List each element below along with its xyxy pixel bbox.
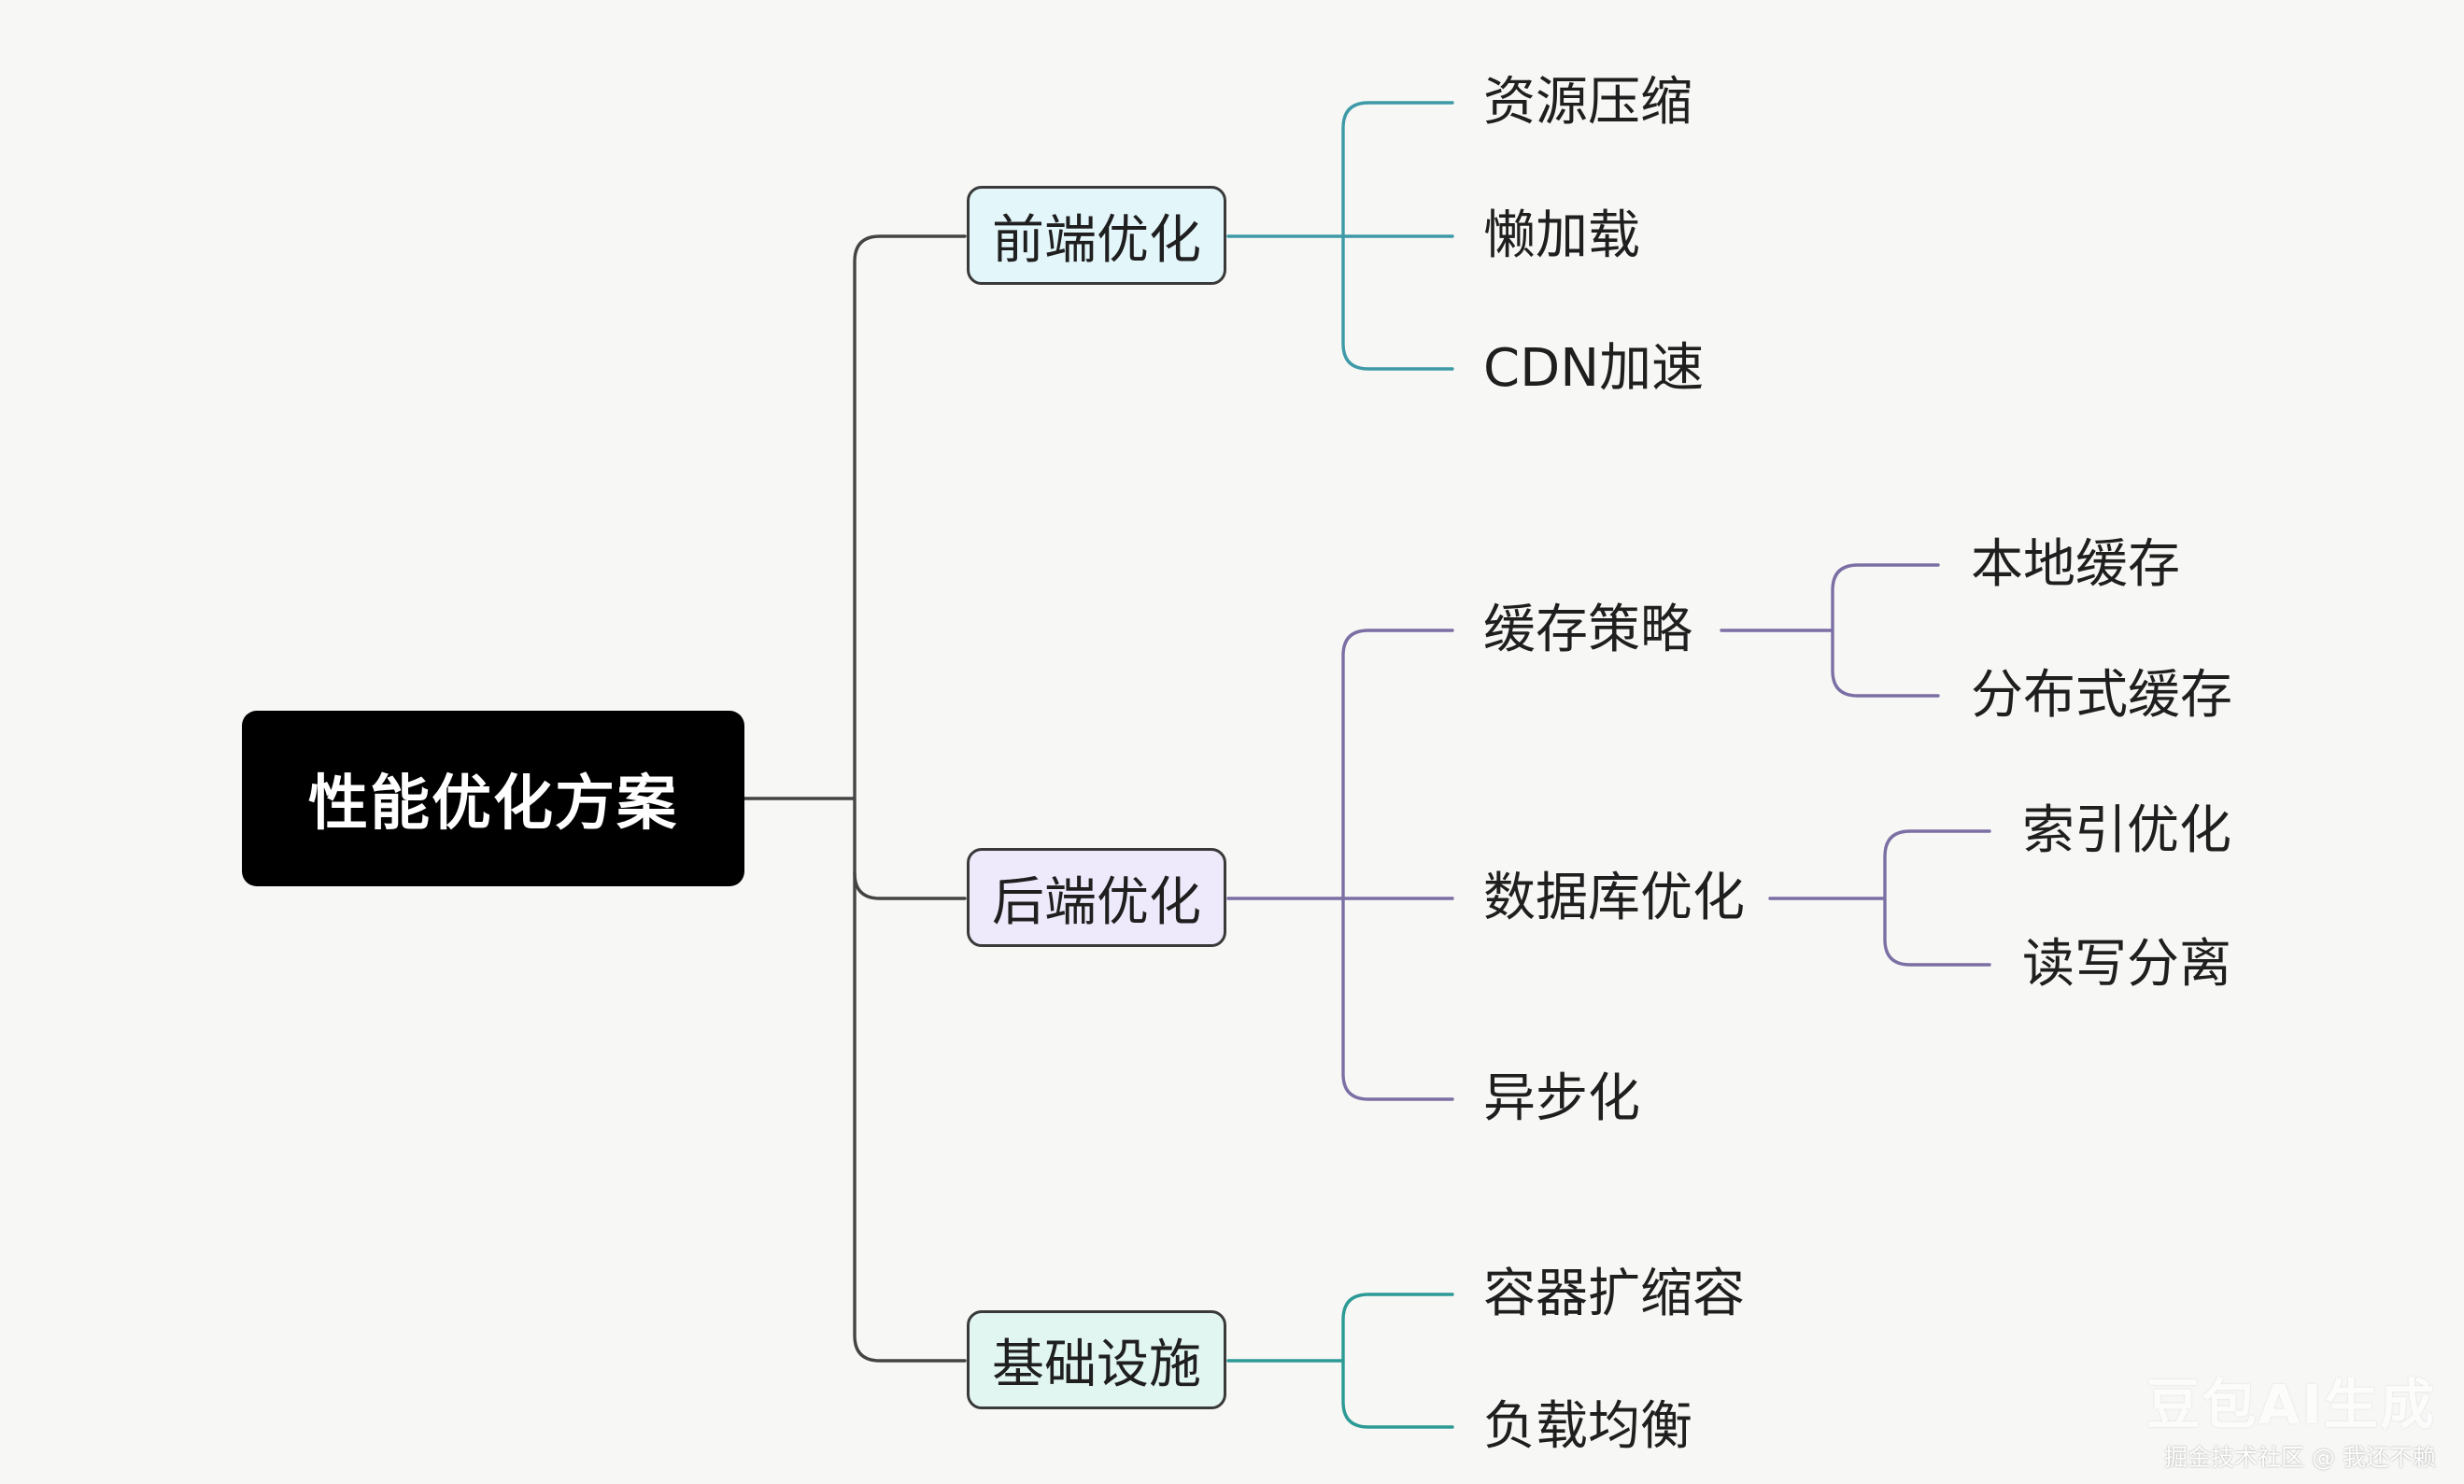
leaf-load-balancing[interactable]: 负载均衡 [1483, 1396, 1692, 1457]
edge-trunk-backend [853, 871, 967, 900]
branch-node-frontend[interactable]: 前端优化 [967, 186, 1226, 285]
leaf-resource-compression[interactable]: 资源压缩 [1483, 72, 1692, 133]
watermark-brand: 豆包AI生成 [2145, 1373, 2436, 1436]
leaf-read-write-separation[interactable]: 读写分离 [2022, 934, 2231, 995]
root-node[interactable]: 性能优化方案 [242, 711, 744, 886]
edge-backend-bracket [1341, 629, 1454, 1101]
branch-node-infra[interactable]: 基础设施 [967, 1310, 1226, 1409]
edge-database-bracket [1883, 829, 1991, 967]
node-database-optimization[interactable]: 数据库优化 [1483, 868, 1745, 928]
node-cache-strategy[interactable]: 缓存策略 [1483, 600, 1692, 660]
edge-cache-bracket [1831, 563, 1940, 698]
edge-trunk-frontend [853, 234, 967, 1363]
leaf-async[interactable]: 异步化 [1483, 1068, 1640, 1129]
watermark-credit: 掘金技术社区 @ 我还不赖 [2164, 1444, 2436, 1471]
leaf-index-optimization[interactable]: 索引优化 [2022, 800, 2231, 861]
leaf-lazy-loading[interactable]: 懒加载 [1483, 205, 1640, 266]
leaf-distributed-cache[interactable]: 分布式缓存 [1971, 665, 2232, 726]
leaf-local-cache[interactable]: 本地缓存 [1971, 534, 2180, 595]
edge-infra-bracket [1341, 1293, 1454, 1429]
leaf-cdn-acceleration[interactable]: CDN加速 [1483, 338, 1705, 399]
leaf-container-scaling[interactable]: 容器扩缩容 [1483, 1264, 1745, 1324]
watermark: 豆包AI生成 掘金技术社区 @ 我还不赖 [2146, 1361, 2436, 1473]
branch-node-backend[interactable]: 后端优化 [967, 848, 1226, 947]
